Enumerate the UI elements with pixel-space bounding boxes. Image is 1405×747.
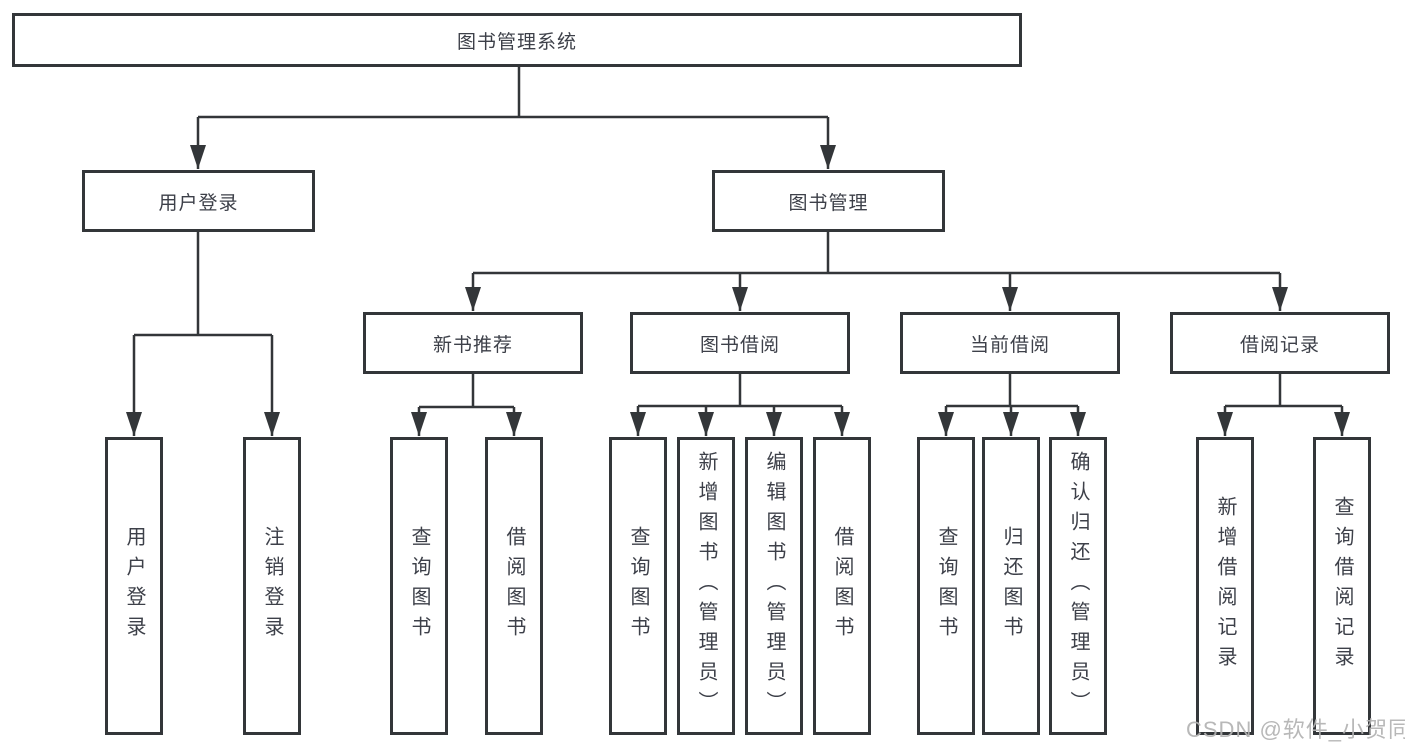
node-current-borrowing: 当前借阅 xyxy=(900,312,1120,374)
node-user-login-label: 用户登录 xyxy=(158,192,239,214)
leaf-borrow-books-borrowing: 借阅图书 xyxy=(813,437,871,735)
node-root-system: 图书管理系统 xyxy=(12,13,1022,67)
leaf-user-login: 用户登录 xyxy=(105,437,163,735)
leaf-query-books-current-label: 查询图书 xyxy=(935,526,957,646)
leaf-query-borrow-record-label: 查询借阅记录 xyxy=(1331,496,1353,676)
leaf-borrow-books-recommend: 借阅图书 xyxy=(485,437,543,735)
leaf-query-books-recommend: 查询图书 xyxy=(390,437,448,735)
node-current-borrowing-label: 当前借阅 xyxy=(969,334,1050,356)
node-book-management: 图书管理 xyxy=(712,170,945,232)
node-root-system-label: 图书管理系统 xyxy=(456,31,577,53)
leaf-confirm-return-admin-label: 确认归还（管理员） xyxy=(1067,451,1089,721)
leaf-add-book-admin: 新增图书（管理员） xyxy=(677,437,735,735)
node-user-login: 用户登录 xyxy=(82,170,315,232)
leaf-query-borrow-record: 查询借阅记录 xyxy=(1313,437,1371,735)
node-book-borrowing: 图书借阅 xyxy=(630,312,850,374)
leaf-query-books-borrowing-label: 查询图书 xyxy=(627,526,649,646)
node-borrowing-records: 借阅记录 xyxy=(1170,312,1390,374)
leaf-return-books-label: 归还图书 xyxy=(1000,526,1022,646)
node-borrowing-records-label: 借阅记录 xyxy=(1239,334,1320,356)
node-new-book-recommendation-label: 新书推荐 xyxy=(432,334,513,356)
leaf-logout-label: 注销登录 xyxy=(261,526,283,646)
leaf-borrow-books-borrowing-label: 借阅图书 xyxy=(831,526,853,646)
leaf-query-books-recommend-label: 查询图书 xyxy=(408,526,430,646)
node-book-management-label: 图书管理 xyxy=(788,192,869,214)
csdn-watermark: CSDN @软件_小贺同学 xyxy=(1186,717,1405,742)
leaf-logout: 注销登录 xyxy=(243,437,301,735)
leaf-user-login-label: 用户登录 xyxy=(123,526,145,646)
arrowheads xyxy=(126,145,1350,436)
leaf-borrow-books-recommend-label: 借阅图书 xyxy=(503,526,525,646)
node-book-borrowing-label: 图书借阅 xyxy=(699,334,780,356)
leaf-add-borrow-record-label: 新增借阅记录 xyxy=(1214,496,1236,676)
leaf-confirm-return-admin: 确认归还（管理员） xyxy=(1049,437,1107,735)
node-new-book-recommendation: 新书推荐 xyxy=(363,312,583,374)
leaf-edit-book-admin-label: 编辑图书（管理员） xyxy=(763,451,785,721)
leaf-add-borrow-record: 新增借阅记录 xyxy=(1196,437,1254,735)
leaf-return-books: 归还图书 xyxy=(982,437,1040,735)
leaf-query-books-current: 查询图书 xyxy=(917,437,975,735)
leaf-add-book-admin-label: 新增图书（管理员） xyxy=(695,451,717,721)
leaf-edit-book-admin: 编辑图书（管理员） xyxy=(745,437,803,735)
leaf-query-books-borrowing: 查询图书 xyxy=(609,437,667,735)
